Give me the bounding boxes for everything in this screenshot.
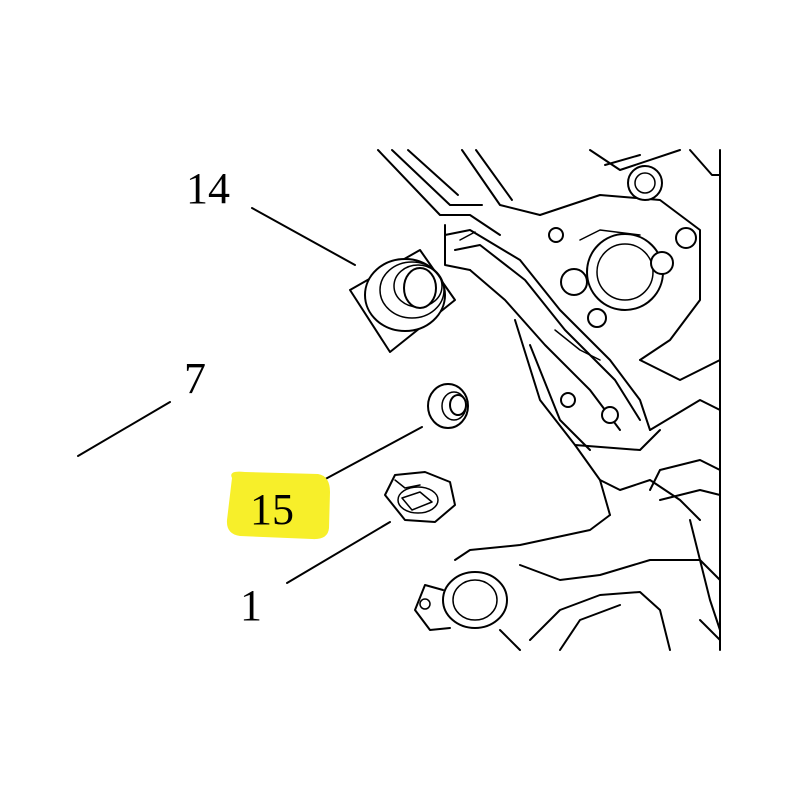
part-15-cap <box>427 383 469 429</box>
leader-line-15 <box>317 426 423 484</box>
main-assembly-housing <box>377 149 721 651</box>
callout-1: 1 <box>240 581 262 630</box>
leader-line-14 <box>251 207 356 266</box>
leader-line-7 <box>77 401 171 457</box>
callout-7: 7 <box>184 354 206 403</box>
leader-line-1 <box>286 521 391 584</box>
part-14-bushing <box>349 249 456 353</box>
callout-15: 15 <box>250 485 294 534</box>
part-1-clip <box>384 471 456 523</box>
callout-15-highlight <box>226 471 330 540</box>
callout-14: 14 <box>186 164 230 213</box>
